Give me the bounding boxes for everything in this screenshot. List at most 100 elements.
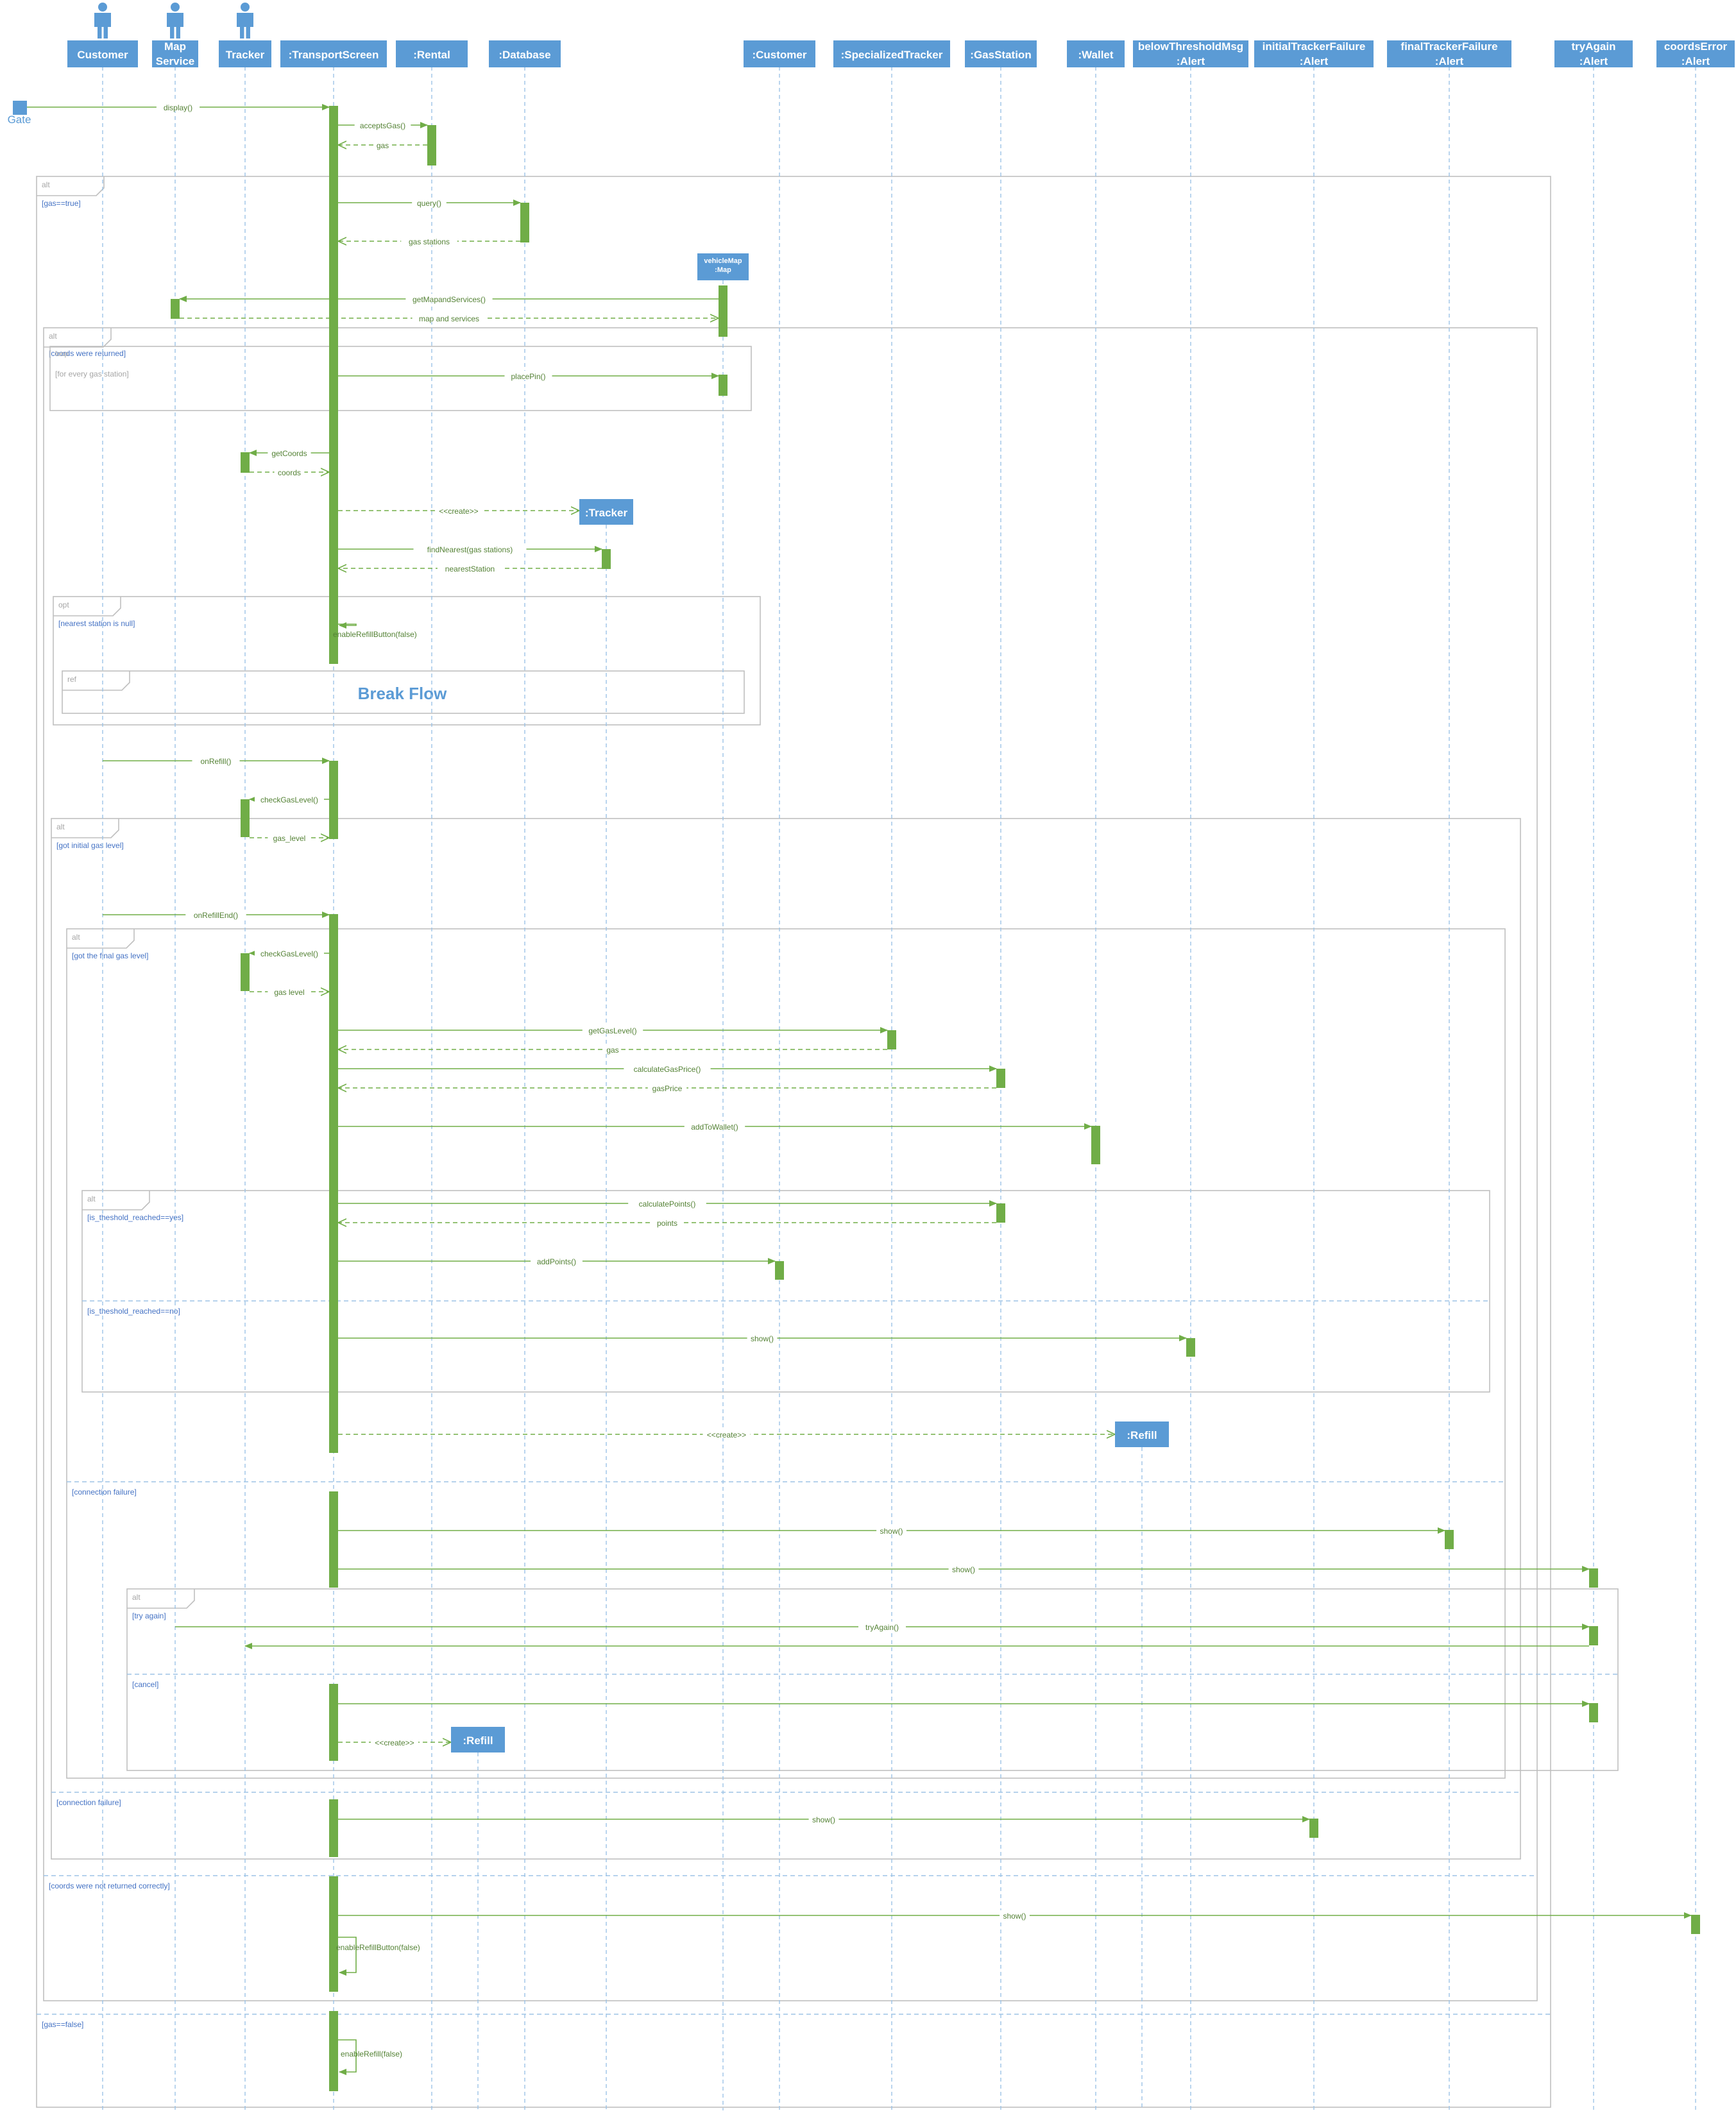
lifeline-header-customer: Customer [67,40,138,67]
activation-bar-trackerobj [602,549,611,569]
message-label: addPoints() [537,1257,576,1266]
message-label: calculateGasPrice() [634,1065,701,1074]
fragment-guard: [gas==false] [42,2020,83,2029]
message-m23: calculateGasPrice() [338,1064,997,1074]
activation-bar-database [520,203,529,242]
lifeline-label: Tracker [226,49,265,61]
fragment-guard: [try again] [132,1611,166,1620]
fragment-operator: alt [132,1593,140,1602]
lifeline-header-database: :Database [489,40,561,67]
gate: Gate [8,101,31,126]
activation-bar-transport [329,761,338,839]
message-m29: show() [338,1333,1187,1343]
message-label: getMapandServices() [413,295,486,304]
message-m15: onRefill() [103,756,330,766]
object-label: :Map [715,266,731,274]
fragment-guard: [nearest station is null] [58,619,135,628]
activation-bar-transport [329,2011,338,2091]
message-label: query() [417,199,441,208]
lifeline-header-gasstation: :GasStation [965,40,1037,67]
lifeline-label: Map [164,40,186,53]
message-label: display() [164,103,192,112]
message-label: findNearest(gas stations) [427,545,513,554]
ref-text: Break Flow [358,684,447,703]
gate-label: Gate [8,114,31,126]
fragment-alt-f7: alt[got the final gas level][connection … [66,928,1506,1779]
fragment-operator: alt [72,933,80,942]
object-label: :Refill [1127,1429,1157,1441]
message-label: addToWallet() [691,1123,738,1132]
message-m6: getMapandServices() [179,294,719,304]
message-m16: checkGasLevel() [249,794,329,804]
activation-bar-gasstation [996,1203,1005,1223]
message-m39: enableRefillButton(false) [336,1937,420,1976]
message-label: gas [377,141,389,150]
activation-bar-tryagain [1589,1703,1598,1722]
fragment-operator-loop: loop [55,350,69,358]
message-label: <<create>> [707,1430,746,1439]
fragment-guard: [coords were returned] [49,349,126,358]
message-label: tryAgain() [865,1623,899,1632]
message-m31: show() [338,1525,1445,1536]
message-m30: <<create>> [338,1429,1115,1439]
message-label: checkGasLevel() [260,795,318,804]
fragment-operator: alt [42,180,50,189]
fragment-alt-f6: alt [got initial gas level] [connection fa… [51,818,1521,1860]
activation-bar-transport [329,632,338,664]
message-m32: show() [338,1564,1590,1574]
activation-bar-customer2 [775,1261,784,1280]
actor-icon [94,3,111,38]
activation-bar-belowmsg [1186,1338,1195,1357]
activation-bar-coordserr [1691,1915,1700,1934]
fragment-guard: [got initial gas level] [56,841,124,850]
lifeline-label: Customer [77,49,128,61]
combined-fragments: alt [gas==true] [gas==false] alt [coords wer… [36,176,1619,2108]
activation-bar-transport [329,1799,338,1857]
fragment-operator: ref [67,675,77,684]
message-label: show() [751,1334,774,1343]
lifeline-header-transport: :TransportScreen [280,40,387,67]
message-label: calculatePoints() [639,1200,696,1209]
created-object-vehiclemap: vehicleMap:Map [697,253,749,280]
fragment-opt-f4: opt [nearest station is null] [53,596,761,726]
activation-bar-transport [329,1491,338,1588]
activation-bar-tryagain [1589,1626,1598,1645]
activation-bars [171,106,1700,2091]
lifeline-label: coordsError [1664,40,1728,53]
message-m21: getGasLevel() [338,1025,888,1035]
lifeline-header-spectracker: :SpecializedTracker [833,40,950,67]
lifeline-header-initfail: initialTrackerFailure:Alert [1254,40,1374,67]
fragment-guard: [connection failure] [56,1798,121,1807]
message-m38: show() [338,1910,1692,1921]
lifelines [102,67,1696,2110]
message-m17: gas_level [250,833,329,843]
message-label: enableRefill(false) [341,2049,402,2058]
fragment-operator: opt [58,600,69,609]
lifeline-label: tryAgain [1572,40,1616,53]
message-label: show() [812,1815,835,1824]
message-m22: gas [338,1044,887,1055]
lifeline-header-finalfail: finalTrackerFailure:Alert [1387,40,1511,67]
actor-icon [167,3,183,38]
object-label: vehicleMap [704,257,742,265]
lifeline-label: :Database [498,49,550,61]
lifeline-label: :GasStation [970,49,1031,61]
lifeline-label: finalTrackerFailure [1400,40,1497,53]
lifeline-label: initialTrackerFailure [1263,40,1366,53]
message-m4: query() [338,198,521,208]
message-m2: acceptsGas() [338,120,428,130]
created-object-trackerobj: :Tracker [579,499,633,525]
message-m7: map and services [180,313,719,323]
message-m10: coords [250,467,329,477]
messages: display() acceptsGas() gas query() gas stati… [27,102,1692,2075]
message-label: enableRefillButton(false) [333,630,417,639]
message-label: gas stations [409,237,450,246]
object-label: :Tracker [585,507,628,519]
fragment-guard: [gas==true] [42,199,81,208]
fragment-guard: [coords were not returned correctly] [49,1881,170,1890]
activation-bar-tracker [241,452,250,473]
message-label: show() [1003,1912,1026,1921]
